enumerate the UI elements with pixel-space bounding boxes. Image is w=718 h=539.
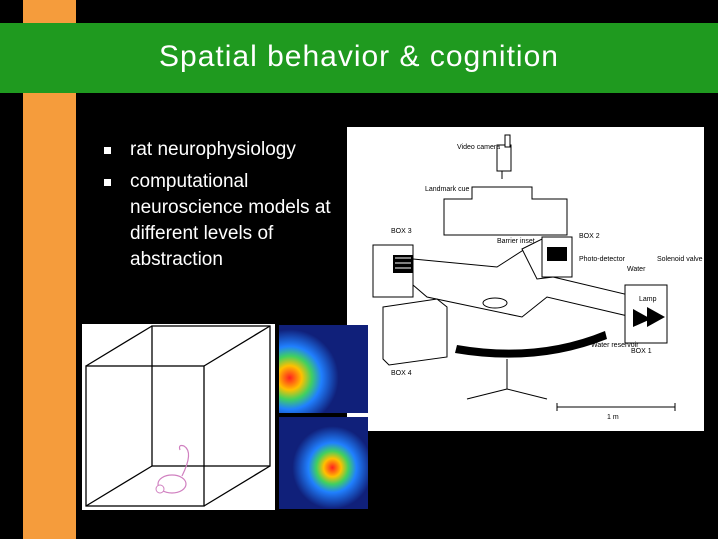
label-lamp: Lamp bbox=[639, 296, 657, 303]
label-box3: BOX 3 bbox=[391, 228, 412, 235]
rat-icon bbox=[155, 444, 190, 494]
bullet-item: computational neuroscience models at dif… bbox=[104, 169, 354, 273]
label-photo-detector: Photo-detector bbox=[579, 256, 626, 263]
bullet-list: rat neurophysiology computational neuros… bbox=[104, 137, 354, 279]
label-barrier-inset: Barrier inset bbox=[497, 238, 535, 245]
heatmap-2-drawing bbox=[279, 417, 368, 509]
cube-drawing bbox=[85, 325, 271, 507]
slide-title: Spatial behavior & cognition bbox=[159, 40, 559, 73]
label-water-reservoir: Water reservoir bbox=[591, 342, 639, 349]
bullet-item: rat neurophysiology bbox=[104, 137, 354, 163]
label-solenoid-valve: Solenoid valve bbox=[657, 256, 703, 263]
title-band bbox=[0, 23, 718, 93]
label-landmark-cue: Landmark cue bbox=[425, 186, 469, 193]
place-field-heatmap-1 bbox=[279, 325, 368, 413]
place-field-heatmap-2 bbox=[279, 417, 368, 509]
bullet-text: rat neurophysiology bbox=[130, 139, 296, 160]
label-box1: BOX 1 bbox=[631, 348, 652, 355]
bullet-text: computational neuroscience models at dif… bbox=[130, 171, 331, 270]
rat-in-box-figure bbox=[82, 324, 275, 510]
label-video-camera: Video camera bbox=[457, 144, 500, 151]
video-camera-icon bbox=[496, 134, 512, 179]
water-reservoir bbox=[455, 331, 607, 358]
label-box2: BOX 2 bbox=[579, 233, 600, 240]
label-box4: BOX 4 bbox=[391, 370, 412, 377]
label-water: Water bbox=[627, 266, 646, 273]
box-1-icon bbox=[624, 284, 668, 344]
bullet-icon bbox=[104, 179, 111, 186]
box-2-icon bbox=[541, 236, 573, 278]
landmark-cue-panel bbox=[443, 186, 568, 236]
rat-icon bbox=[482, 297, 508, 309]
apparatus-diagram: Video camera Landmark cue BOX 3 Barrier … bbox=[347, 127, 704, 431]
label-scale: 1 m bbox=[607, 414, 619, 421]
bullet-icon bbox=[104, 147, 111, 154]
apparatus-drawing: Video camera Landmark cue BOX 3 Barrier … bbox=[372, 134, 703, 421]
box-3-icon bbox=[372, 244, 414, 298]
box-4-icon bbox=[382, 298, 448, 366]
heatmap-1-drawing bbox=[279, 325, 368, 413]
